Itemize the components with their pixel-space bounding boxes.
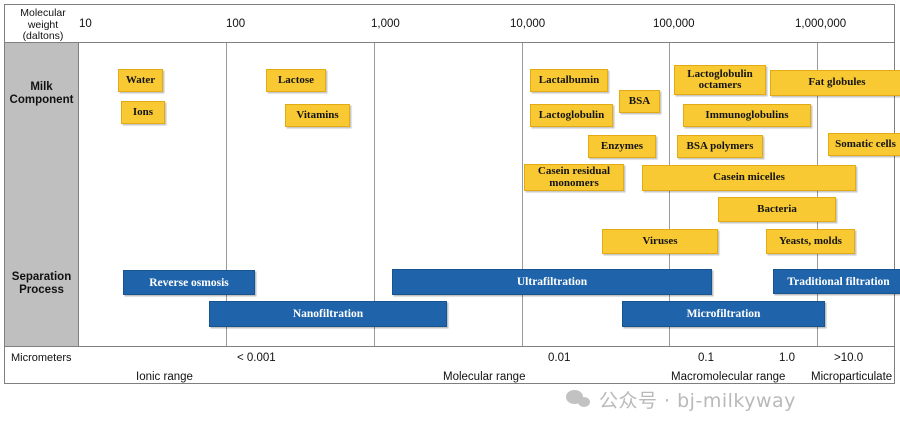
row-label-band: Milk Component Separation Process xyxy=(5,43,79,346)
component-box-lactalbumin: Lactalbumin xyxy=(530,69,608,92)
um-tick: < 0.001 xyxy=(237,352,276,364)
component-box-enzymes: Enzymes xyxy=(588,135,656,158)
um-tick: >10.0 xyxy=(834,352,864,364)
gridline xyxy=(374,43,375,346)
um-tick: 1.0 xyxy=(779,352,795,364)
um-range-label: Macromolecular range xyxy=(671,371,786,383)
um-tick: 0.1 xyxy=(698,352,714,364)
component-box-bsa: BSA xyxy=(619,90,660,113)
component-box-line: Lactoglobulin xyxy=(687,67,753,80)
component-box-immunoglobulins: Immunoglobulins xyxy=(683,104,811,127)
component-box-vitamins: Vitamins xyxy=(285,104,350,127)
component-box-bsa-polymers: BSA polymers xyxy=(677,135,763,158)
micrometers-axis: Micrometers < 0.001 0.01 0.1 1.0 >10.0 I… xyxy=(5,346,894,384)
row-label-line: Process xyxy=(19,284,64,296)
process-bar-traditional-filtration: Traditional filtration xyxy=(773,269,900,294)
micrometers-axis-label: Micrometers xyxy=(11,352,72,364)
component-box-casein-micelles: Casein micelles xyxy=(642,165,856,191)
component-box-lactose: Lactose xyxy=(266,69,326,92)
component-box-line: monomers xyxy=(549,176,599,189)
mw-tick: 100,000 xyxy=(653,18,695,30)
molecular-weight-axis-label: Molecular weight (daltons) xyxy=(11,7,75,43)
mw-tick: 100 xyxy=(226,18,246,30)
wechat-icon xyxy=(566,389,592,410)
component-box-bacteria: Bacteria xyxy=(718,197,836,222)
process-bar-nanofiltration: Nanofiltration xyxy=(209,301,447,327)
component-box-viruses: Viruses xyxy=(602,229,718,254)
watermark: 公众号 · bj-milkyway xyxy=(566,386,796,413)
mw-label-line-3: (daltons) xyxy=(22,30,64,42)
mw-tick: 1,000,000 xyxy=(795,18,847,30)
component-box-yeasts-molds: Yeasts, molds xyxy=(766,229,855,254)
process-bar-microfiltration: Microfiltration xyxy=(622,301,825,327)
mw-tick: 10 xyxy=(79,18,92,30)
gridline xyxy=(817,43,818,346)
gridline xyxy=(522,43,523,346)
mw-tick: 1,000 xyxy=(371,18,400,30)
milk-filtration-spectrum-chart: Molecular weight (daltons) 10 100 1,000 … xyxy=(4,4,900,384)
component-box-ions: Ions xyxy=(121,101,165,124)
mw-tick: 10,000 xyxy=(510,18,546,30)
um-tick: 0.01 xyxy=(548,352,571,364)
component-box-line: octamers xyxy=(698,79,742,91)
um-range-label: Molecular range xyxy=(443,371,526,383)
um-range-label: Ionic range xyxy=(136,371,193,383)
row-label-line: Component xyxy=(9,94,74,106)
process-bar-ultrafiltration: Ultrafiltration xyxy=(392,269,712,295)
row-label-line: Separation xyxy=(11,271,72,283)
row-label-line: Milk xyxy=(30,81,53,93)
um-range-label: Microparticulate xyxy=(811,371,893,383)
chart-plot-area: Milk Component Separation Process Water … xyxy=(5,43,900,346)
mw-label-line-2: weight xyxy=(27,18,59,31)
row-label-milk-component: Milk Component xyxy=(5,81,78,107)
component-box-water: Water xyxy=(118,69,163,92)
watermark-text: 公众号 · bj-milkyway xyxy=(599,390,796,412)
molecular-weight-axis: Molecular weight (daltons) 10 100 1,000 … xyxy=(5,5,894,43)
row-label-separation-process: Separation Process xyxy=(5,271,78,297)
component-box-fat-globules: Fat globules xyxy=(770,70,900,96)
component-box-lactoglobulin-octamers: Lactoglobulin octamers xyxy=(674,65,766,95)
process-bar-reverse-osmosis: Reverse osmosis xyxy=(123,270,255,295)
component-box-somatic-cells: Somatic cells xyxy=(828,133,900,156)
component-box-casein-residual-monomers: Casein residual monomers xyxy=(524,164,624,191)
mw-label-line-1: Molecular xyxy=(20,7,66,19)
chart-frame: Molecular weight (daltons) 10 100 1,000 … xyxy=(4,4,900,384)
gridline xyxy=(226,43,227,346)
component-box-line: Casein residual xyxy=(537,165,611,177)
component-box-lactoglobulin: Lactoglobulin xyxy=(530,104,613,127)
gridline xyxy=(669,43,670,346)
